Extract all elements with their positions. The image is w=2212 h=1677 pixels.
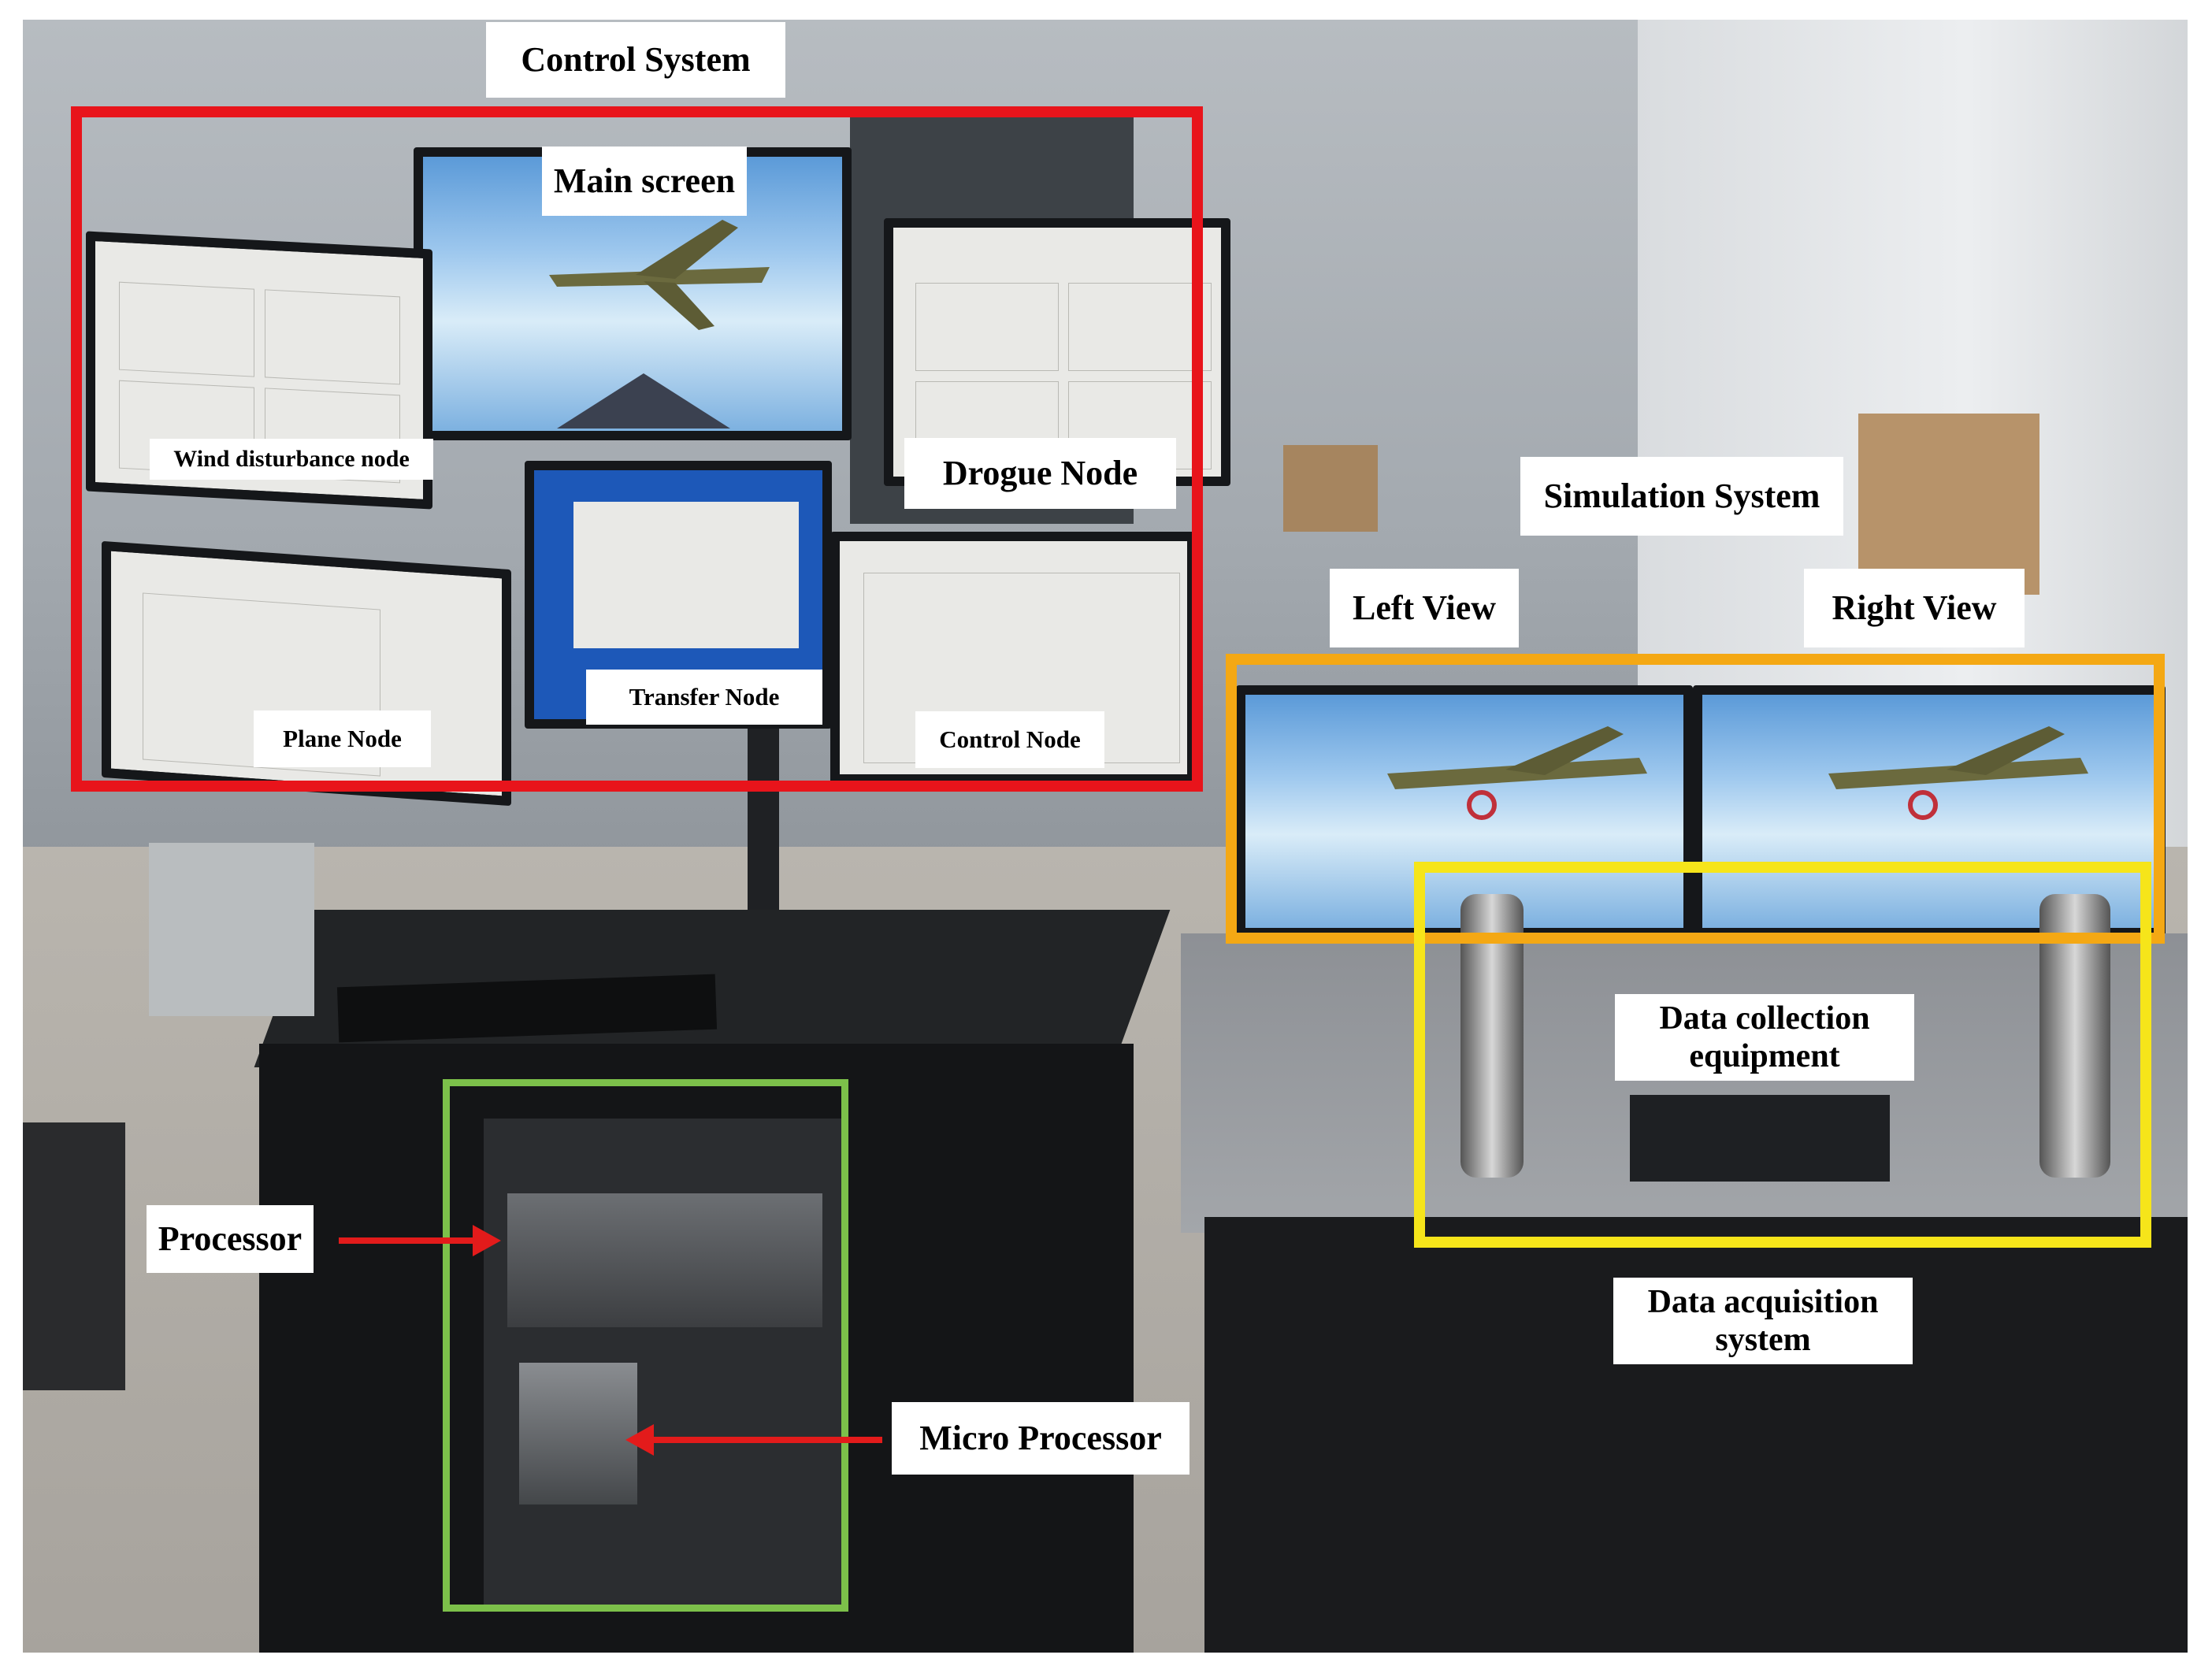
left-case bbox=[23, 1122, 125, 1390]
processor-arrow-head-icon bbox=[473, 1225, 501, 1256]
processor-arrow-line bbox=[339, 1237, 473, 1244]
left-cabinet bbox=[149, 843, 314, 1016]
tanker-plane-right-icon bbox=[1828, 726, 2088, 820]
label-left-view: Left View bbox=[1330, 569, 1519, 647]
label-processor: Processor bbox=[147, 1205, 314, 1273]
processor-frame bbox=[443, 1079, 848, 1612]
label-simulation-system: Simulation System bbox=[1520, 457, 1843, 536]
boxes bbox=[1858, 414, 2039, 595]
monitor-stand bbox=[748, 729, 779, 910]
receiver-plane-icon bbox=[557, 373, 730, 429]
label-control-node: Control Node bbox=[915, 711, 1104, 768]
simulation-system-frame bbox=[1226, 654, 2165, 944]
label-wind-disturbance-node: Wind disturbance node bbox=[150, 439, 433, 480]
micro-processor-unit bbox=[519, 1363, 637, 1504]
monitor-main-screen bbox=[414, 147, 852, 440]
lab-photo bbox=[23, 20, 2188, 1653]
data-acquisition-frame bbox=[1414, 862, 2151, 1248]
micro-processor-arrow-head-icon bbox=[625, 1424, 654, 1456]
tanker-plane-left-icon bbox=[1387, 726, 1647, 820]
processor-unit bbox=[507, 1193, 822, 1327]
label-data-acquisition-system: Data acquisition system bbox=[1613, 1278, 1913, 1364]
label-right-view: Right View bbox=[1804, 569, 2025, 647]
label-data-collection-equipment: Data collection equipment bbox=[1615, 994, 1914, 1081]
tanker-plane-icon bbox=[549, 220, 770, 330]
optical-table bbox=[1181, 933, 2188, 1233]
label-main-screen: Main screen bbox=[542, 147, 747, 216]
control-system-frame bbox=[71, 106, 1203, 792]
monitor-transfer bbox=[525, 461, 832, 729]
label-micro-processor: Micro Processor bbox=[892, 1402, 1190, 1475]
micro-processor-arrow-line bbox=[654, 1437, 882, 1443]
label-control-system: Control System bbox=[486, 22, 785, 98]
label-transfer-node: Transfer Node bbox=[586, 670, 822, 725]
monitor-left-view bbox=[1236, 685, 1693, 937]
label-plane-node: Plane Node bbox=[254, 710, 431, 767]
boxes-2 bbox=[1283, 445, 1378, 532]
label-drogue-node: Drogue Node bbox=[904, 438, 1176, 509]
acquisition-box bbox=[1630, 1095, 1890, 1182]
